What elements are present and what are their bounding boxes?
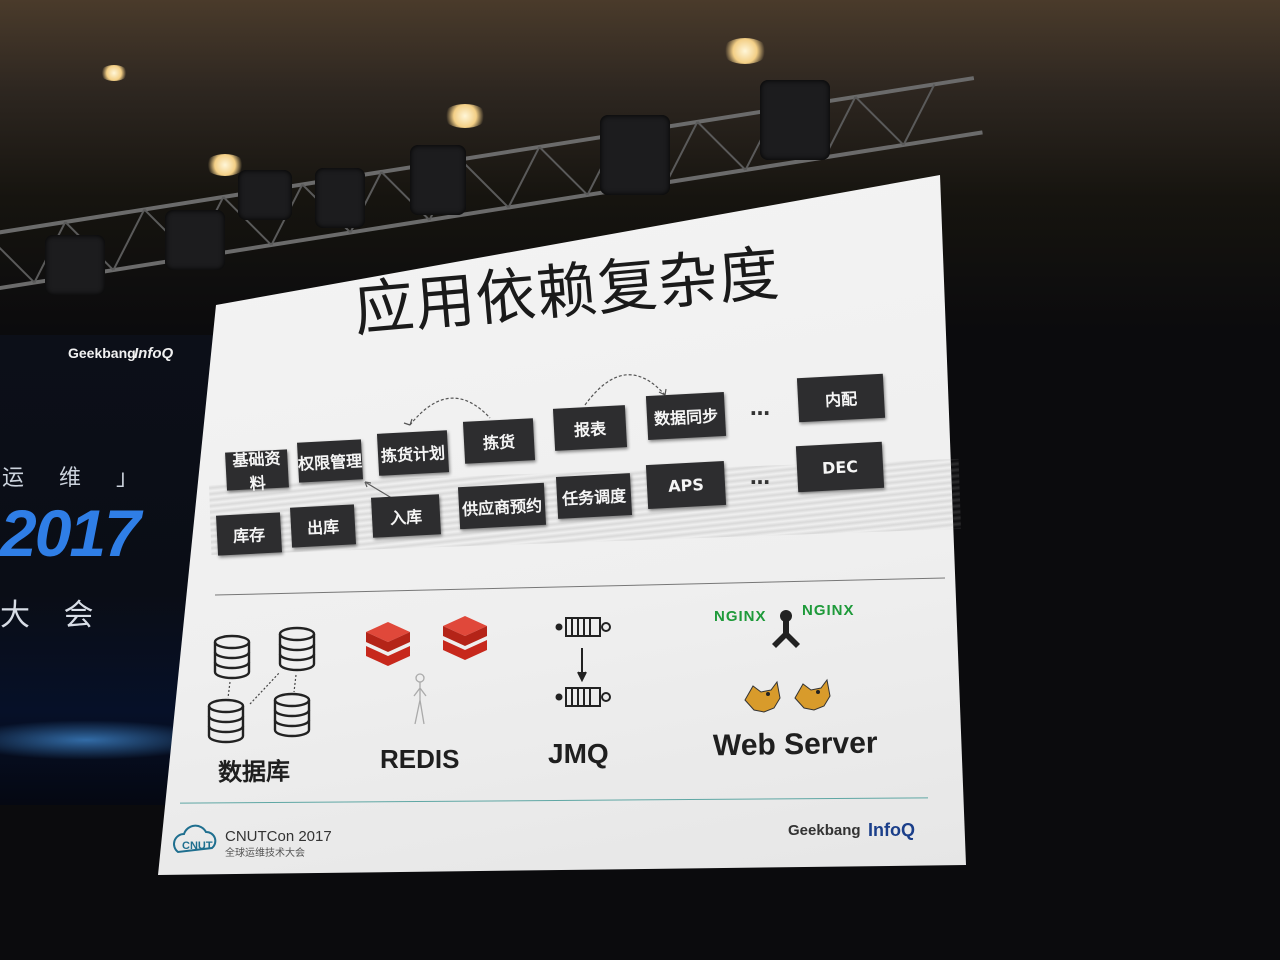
redis-icon: [366, 616, 487, 666]
load-balancer-icon: [772, 610, 800, 648]
queue-icon: [555, 617, 611, 707]
more-ellipsis: …: [750, 396, 772, 420]
side-infoq-logo: InfoQ: [134, 345, 174, 362]
stage-light-fixture: [45, 235, 105, 295]
side-geekbang-logo: Geekbang: [68, 345, 136, 361]
ceiling-spotlight: [100, 65, 128, 81]
stage-light-fixture: [410, 145, 466, 215]
event-name: CNUTCon 2017: [225, 828, 332, 845]
stage-light-fixture: [238, 170, 292, 220]
cnut-cloud-icon: [173, 824, 217, 854]
person-icon: [413, 673, 427, 725]
side-year: 2017: [0, 496, 141, 570]
footer-geekbang-logo: Geekbang: [788, 822, 861, 839]
side-text-top: 运 维 」: [2, 466, 152, 491]
database-icon: [207, 626, 316, 744]
redis-label: REDIS: [380, 744, 460, 774]
side-text-bottom: 大 会: [0, 598, 106, 633]
stage-light-fixture: [315, 168, 365, 228]
nginx-label-left: NGINX: [714, 608, 767, 625]
more-ellipsis: …: [750, 465, 772, 489]
tomcat-icon: [744, 678, 831, 713]
database-label: 数据库: [217, 757, 291, 787]
stage-light-fixture: [760, 80, 830, 160]
ceiling-spotlight: [722, 38, 768, 64]
footer-infoq-logo: InfoQ: [868, 820, 915, 840]
ceiling-spotlight: [443, 104, 487, 128]
nginx-label-right: NGINX: [802, 602, 855, 619]
ceiling-spotlight: [205, 154, 245, 176]
event-subtitle: 全球运维技术大会: [225, 848, 305, 859]
web-server-label: Web Server: [712, 726, 878, 763]
cnut-logo: CNUT: [182, 840, 213, 852]
jmq-label: JMQ: [548, 738, 609, 769]
stage-light-fixture: [165, 210, 225, 270]
stage-light-fixture: [600, 115, 670, 195]
